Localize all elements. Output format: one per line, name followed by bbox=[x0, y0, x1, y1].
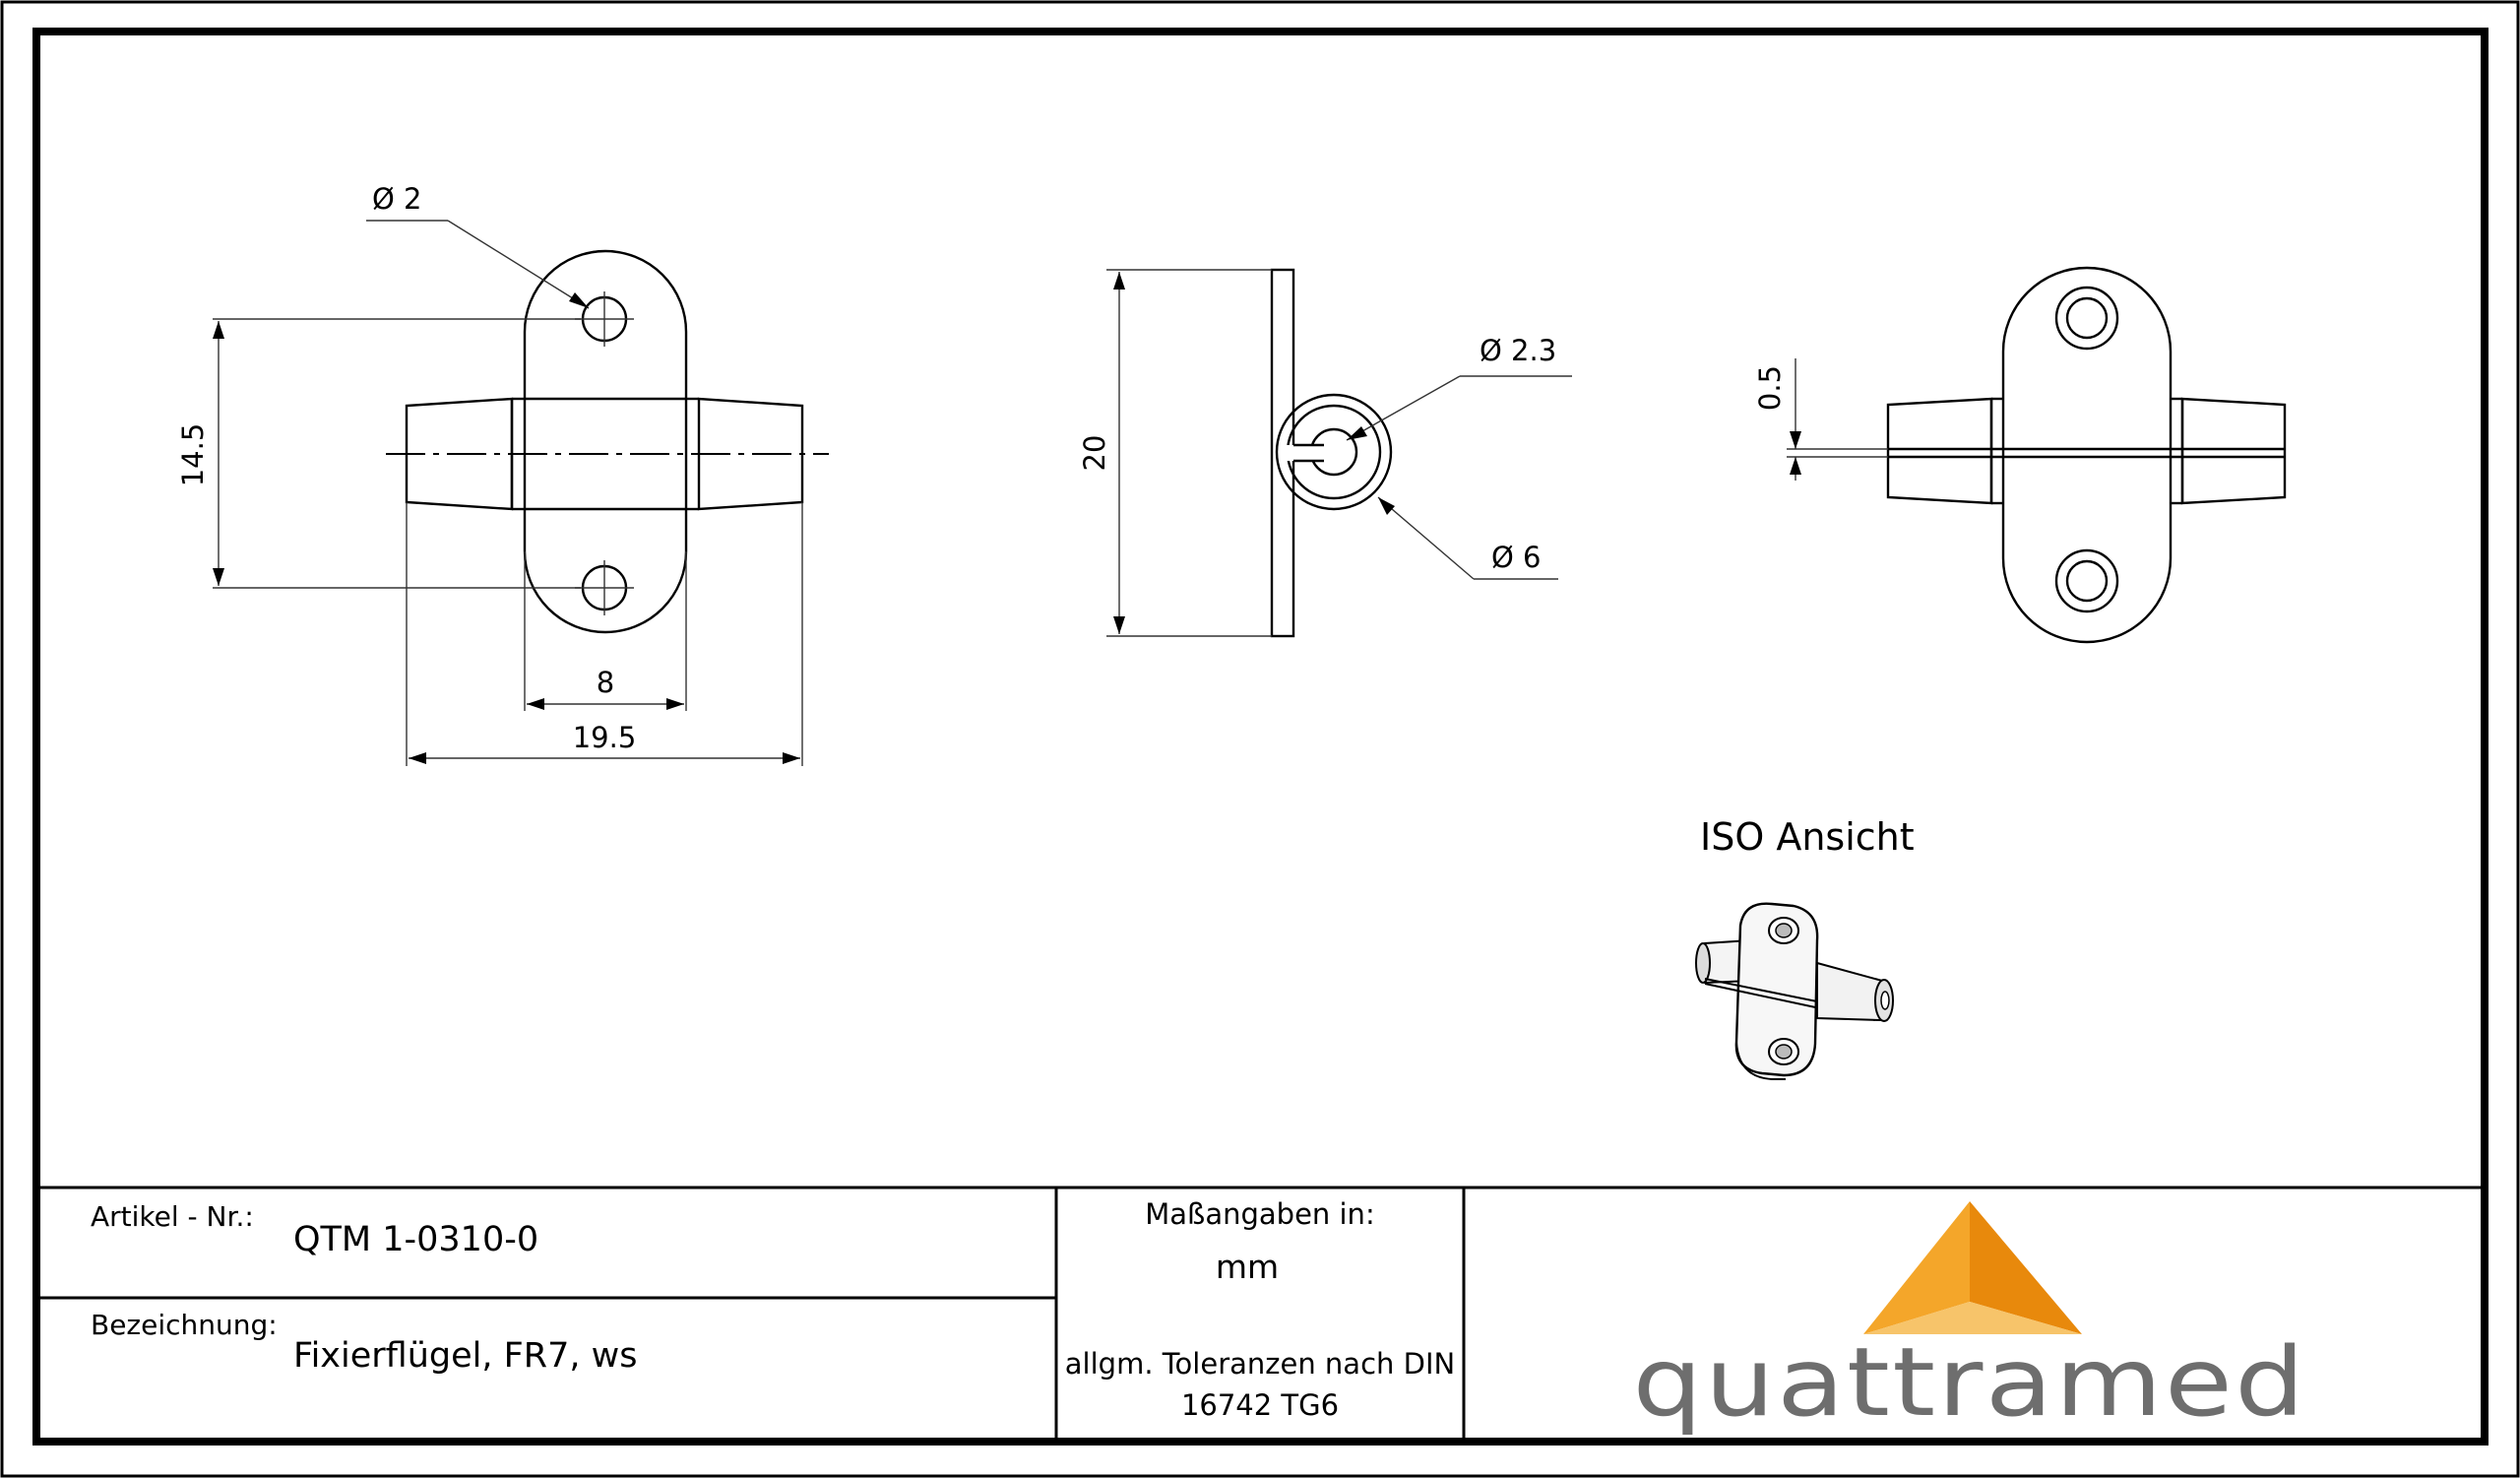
units-value: mm bbox=[1216, 1248, 1279, 1286]
designation-value: Fixierflügel, FR7, ws bbox=[293, 1336, 637, 1376]
quattramed-logo: quattramed bbox=[1633, 1201, 2307, 1438]
inner-border bbox=[32, 28, 2488, 1446]
article-number-value: QTM 1-0310-0 bbox=[293, 1220, 538, 1259]
logo-triangle-right bbox=[1970, 1201, 2082, 1334]
outer-diameter-label: Ø 6 bbox=[1491, 541, 1542, 574]
tolerance-line-2: 16742 TG6 bbox=[1181, 1388, 1339, 1422]
overall-width-label: 19.5 bbox=[573, 721, 637, 754]
iso-view-title: ISO Ansicht bbox=[1700, 815, 1915, 859]
height-label: 20 bbox=[1078, 435, 1111, 472]
tolerance-line-1: allgm. Toleranzen nach DIN bbox=[1065, 1347, 1455, 1381]
slot-label: 0.5 bbox=[1753, 365, 1787, 411]
hole-spacing-label: 14.5 bbox=[176, 423, 210, 487]
logo-triangle-bottom bbox=[1863, 1302, 2082, 1334]
logo-triangle-left bbox=[1863, 1201, 1970, 1334]
side-view: 20 Ø 2.3 Ø 6 bbox=[1078, 268, 1572, 638]
hole-diameter-label: Ø 2 bbox=[372, 182, 422, 216]
title-block: Artikel - Nr.: QTM 1-0310-0 Bezeichnung:… bbox=[36, 1186, 2485, 1442]
article-number-label: Artikel - Nr.: bbox=[91, 1200, 254, 1233]
front-view: Ø 2 14.5 8 19.5 bbox=[176, 182, 829, 766]
logo-wordmark: quattramed bbox=[1633, 1327, 2307, 1438]
top-view: 0.5 bbox=[1753, 266, 2287, 644]
designation-label: Bezeichnung: bbox=[91, 1309, 278, 1341]
units-label: Maßangaben in: bbox=[1145, 1197, 1374, 1231]
body-width-label: 8 bbox=[597, 666, 614, 699]
inner-diameter-label: Ø 2.3 bbox=[1480, 334, 1556, 367]
iso-view: ISO Ansicht bbox=[1695, 815, 1915, 1080]
